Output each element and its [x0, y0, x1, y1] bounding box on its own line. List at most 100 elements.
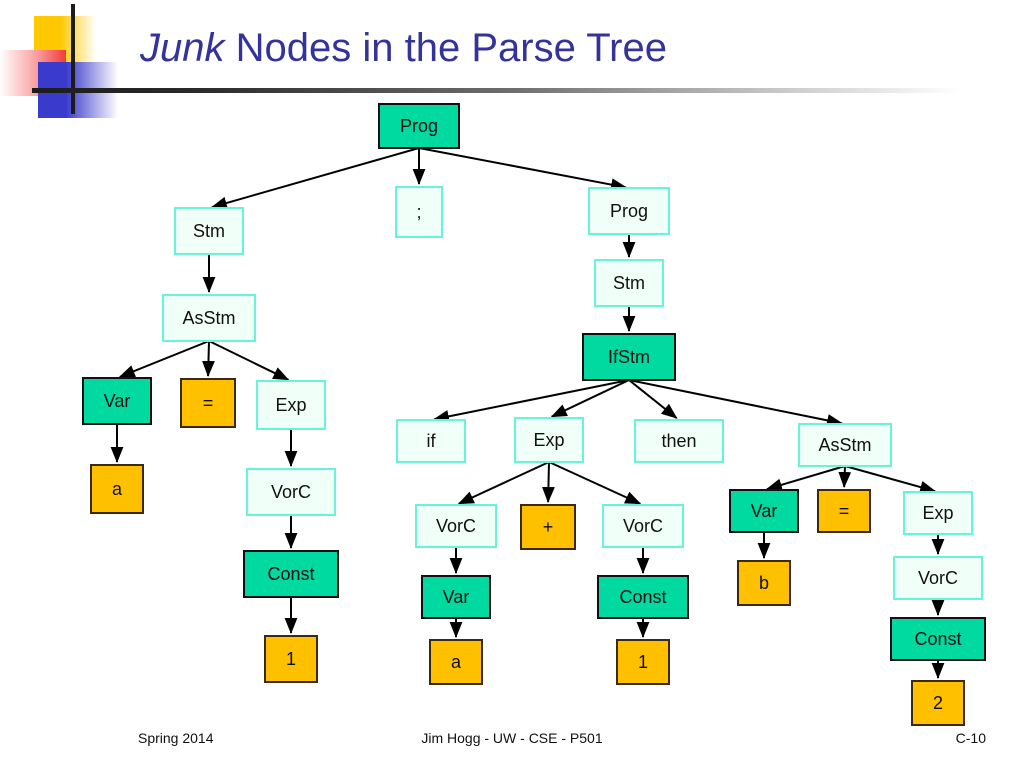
page-title-rest: Nodes in the Parse Tree	[224, 26, 667, 70]
tree-node-label: if	[427, 431, 437, 451]
tree-edge	[432, 379, 630, 423]
tree-node-exp_r[interactable]: Exp	[903, 491, 973, 535]
tree-node-prog_r[interactable]: Prog	[588, 187, 670, 235]
tree-edge	[838, 465, 852, 489]
tree-node-eq_r[interactable]: =	[817, 489, 871, 533]
tree-node-box	[246, 468, 336, 516]
tree-node-box	[90, 464, 144, 514]
tree-edge	[844, 465, 937, 494]
tree-edge-layer	[110, 147, 945, 679]
tree-node-label: ;	[416, 202, 421, 222]
tree-edge	[210, 147, 420, 210]
tree-node-vorc_l[interactable]: VorC	[246, 468, 336, 516]
tree-node-box	[429, 639, 483, 685]
tree-node-two[interactable]: 2	[911, 680, 965, 726]
tree-node-box	[514, 417, 584, 463]
tree-node-box	[588, 187, 670, 235]
tree-node-label: Prog	[610, 201, 648, 221]
tree-node-box	[890, 617, 986, 661]
tree-node-box	[737, 560, 791, 606]
tree-node-box	[602, 504, 684, 548]
tree-node-label: =	[839, 501, 850, 521]
tree-node-a_m[interactable]: a	[429, 639, 483, 685]
tree-node-b[interactable]: b	[737, 560, 791, 606]
footer-author: Jim Hogg - UW - CSE - P501	[421, 730, 603, 746]
tree-node-label: Exp	[922, 503, 953, 523]
tree-edge	[118, 340, 210, 378]
tree-edge	[202, 340, 215, 378]
tree-node-one_l[interactable]: 1	[264, 635, 318, 683]
tree-node-exp_l[interactable]: Exp	[256, 380, 326, 430]
tree-node-asstm_r[interactable]: AsStm	[798, 423, 892, 467]
tree-node-label: a	[451, 652, 462, 672]
tree-node-box	[594, 259, 664, 307]
tree-node-box	[520, 504, 576, 550]
tree-node-plus[interactable]: +	[520, 504, 576, 550]
tree-node-then[interactable]: then	[634, 419, 724, 463]
tree-node-label: 1	[638, 652, 648, 672]
tree-edge	[542, 461, 555, 504]
tree-node-box	[395, 186, 443, 238]
tree-node-label: Stm	[613, 273, 645, 293]
tree-node-label: VorC	[918, 568, 958, 588]
tree-node-box	[634, 419, 724, 463]
tree-node-if[interactable]: if	[396, 419, 466, 463]
tree-node-label: b	[759, 573, 769, 593]
tree-node-label: VorC	[623, 516, 663, 536]
tree-node-exp_m[interactable]: Exp	[514, 417, 584, 463]
tree-node-box	[264, 635, 318, 683]
tree-node-box	[817, 489, 871, 533]
tree-node-label: Var	[751, 501, 778, 521]
tree-node-ifstm[interactable]: IfStm	[582, 333, 676, 381]
tree-node-box	[256, 380, 326, 430]
tree-node-label: Exp	[533, 430, 564, 450]
tree-node-box	[82, 377, 152, 425]
tree-node-vorc_m2[interactable]: VorC	[602, 504, 684, 548]
tree-node-vorc_r[interactable]: VorC	[893, 556, 983, 600]
tree-node-vorc_m1[interactable]: VorC	[415, 504, 497, 548]
tree-node-var_r[interactable]: Var	[729, 489, 799, 533]
tree-node-box	[415, 504, 497, 548]
tree-edge	[628, 379, 844, 427]
tree-node-prog[interactable]: Prog	[378, 103, 460, 149]
tree-node-label: then	[661, 431, 696, 451]
tree-node-a_l[interactable]: a	[90, 464, 144, 514]
footer-term: Spring 2014	[138, 730, 214, 746]
tree-node-label: IfStm	[608, 347, 650, 367]
tree-node-const_r[interactable]: Const	[890, 617, 986, 661]
tree-node-label: Var	[104, 391, 131, 411]
tree-node-eq_l[interactable]: =	[180, 378, 236, 428]
tree-node-semi[interactable]: ;	[395, 186, 443, 238]
tree-node-const_l[interactable]: Const	[243, 550, 339, 598]
tree-node-label: VorC	[271, 482, 311, 502]
tree-edge	[548, 461, 642, 505]
tree-node-one_m[interactable]: 1	[616, 639, 670, 685]
tree-edge	[550, 379, 630, 418]
tree-node-stm_r[interactable]: Stm	[594, 259, 664, 307]
tree-node-box	[798, 423, 892, 467]
tree-node-box	[597, 575, 689, 619]
tree-node-const_m[interactable]: Const	[597, 575, 689, 619]
tree-node-box	[180, 378, 236, 428]
tree-node-box	[243, 550, 339, 598]
tree-node-box	[616, 639, 670, 685]
title-divider-rule	[32, 88, 960, 93]
page-title-emphasis: Junk	[140, 26, 225, 70]
tree-node-box	[582, 333, 676, 381]
tree-edge	[418, 147, 628, 191]
tree-node-var_m[interactable]: Var	[421, 575, 491, 619]
tree-node-label: Const	[914, 629, 961, 649]
tree-node-var_l[interactable]: Var	[82, 377, 152, 425]
tree-node-label: 1	[286, 649, 296, 669]
tree-node-box	[396, 419, 466, 463]
tree-node-label: =	[203, 393, 214, 413]
tree-node-label: +	[543, 517, 554, 537]
tree-node-asstm_l[interactable]: AsStm	[162, 294, 256, 342]
tree-node-label: 2	[933, 693, 943, 713]
tree-node-stm_l[interactable]: Stm	[174, 207, 244, 255]
tree-edge	[208, 340, 290, 381]
tree-node-label: Exp	[275, 395, 306, 415]
tree-node-box	[421, 575, 491, 619]
tree-node-label: Var	[443, 587, 470, 607]
